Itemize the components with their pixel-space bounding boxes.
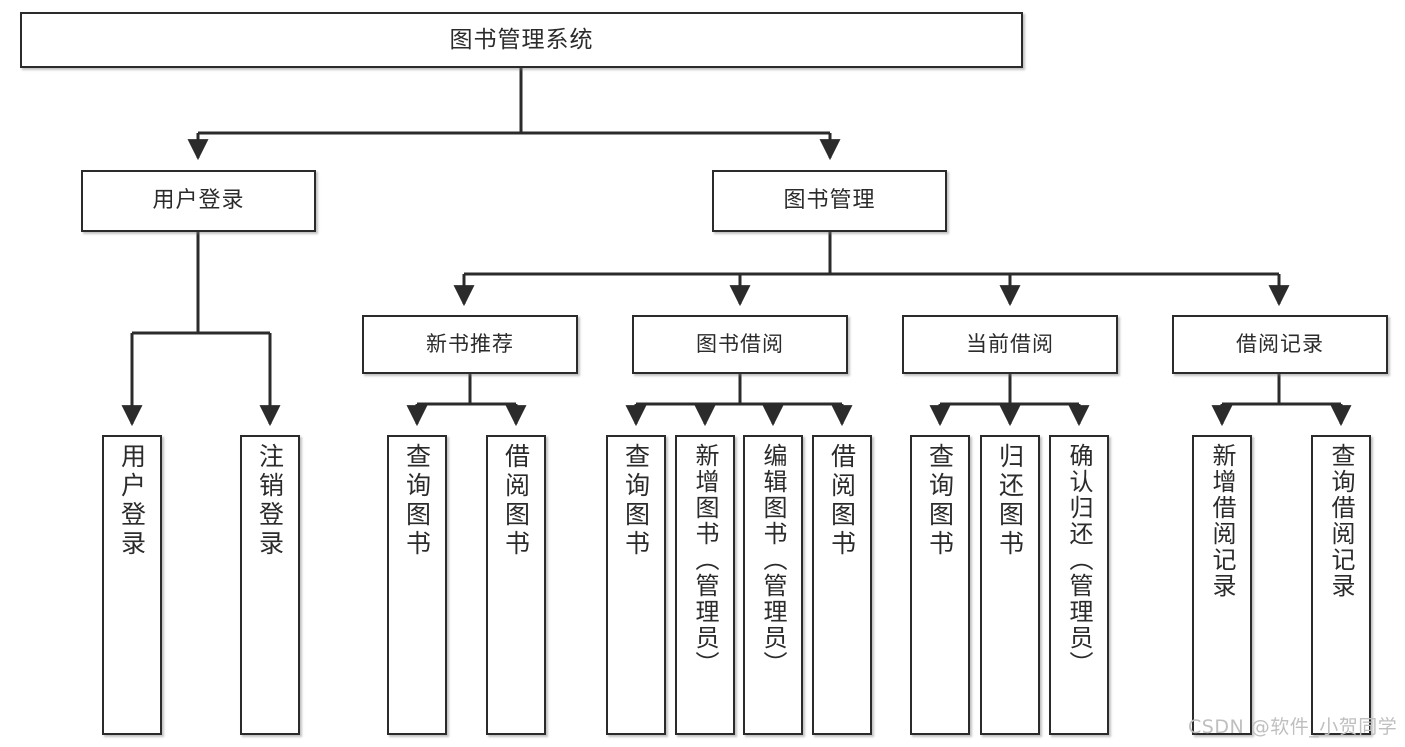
leaf-current-query-book[interactable]: 查询图书 [910, 435, 970, 735]
node-new-book-recommend[interactable]: 新书推荐 [362, 315, 578, 374]
node-label: 图书管理 [783, 188, 876, 214]
leaf-user-login-login[interactable]: 用户登录 [102, 435, 162, 735]
node-user-login[interactable]: 用户登录 [81, 170, 316, 232]
node-current-borrow[interactable]: 当前借阅 [902, 315, 1118, 374]
leaf-record-add-record[interactable]: 新增借阅记录 [1192, 435, 1252, 735]
node-label: 查询图书 [925, 443, 955, 559]
node-book-borrow[interactable]: 图书借阅 [632, 315, 848, 374]
leaf-current-return-book[interactable]: 归还图书 [980, 435, 1040, 735]
node-borrow-record[interactable]: 借阅记录 [1172, 315, 1388, 374]
node-label: 图书借阅 [696, 332, 784, 357]
node-label: 归还图书 [995, 443, 1025, 559]
node-label: 查询图书 [402, 443, 432, 559]
watermark: CSDN @软件_小贺同学 [1188, 716, 1398, 738]
node-label: 确认归还（管理员） [1065, 443, 1093, 677]
node-label: 借阅记录 [1236, 332, 1324, 357]
leaf-recommend-borrow-book[interactable]: 借阅图书 [486, 435, 546, 735]
node-label: 图书管理系统 [449, 26, 594, 53]
node-label: 查询图书 [621, 443, 651, 559]
leaf-current-confirm-return-admin[interactable]: 确认归还（管理员） [1049, 435, 1109, 735]
node-label: 借阅图书 [501, 443, 531, 559]
node-book-management[interactable]: 图书管理 [712, 170, 947, 232]
leaf-borrow-borrow-book[interactable]: 借阅图书 [812, 435, 872, 735]
leaf-user-login-logout[interactable]: 注销登录 [240, 435, 300, 735]
node-label: 注销登录 [255, 443, 285, 559]
node-label: 借阅图书 [827, 443, 857, 559]
node-label: 新书推荐 [426, 332, 514, 357]
node-label: 新增图书（管理员） [691, 443, 719, 677]
leaf-recommend-query-book[interactable]: 查询图书 [387, 435, 447, 735]
node-label: 用户登录 [152, 188, 245, 214]
leaf-record-query-record[interactable]: 查询借阅记录 [1311, 435, 1371, 735]
node-root-system[interactable]: 图书管理系统 [20, 12, 1023, 68]
node-label: 当前借阅 [966, 332, 1054, 357]
node-label: 编辑图书（管理员） [759, 443, 787, 677]
leaf-borrow-query-book[interactable]: 查询图书 [606, 435, 666, 735]
node-label: 用户登录 [117, 443, 147, 559]
node-label: 新增借阅记录 [1208, 443, 1236, 599]
node-label: 查询借阅记录 [1327, 443, 1355, 599]
leaf-borrow-edit-book-admin[interactable]: 编辑图书（管理员） [743, 435, 803, 735]
leaf-borrow-add-book-admin[interactable]: 新增图书（管理员） [675, 435, 735, 735]
